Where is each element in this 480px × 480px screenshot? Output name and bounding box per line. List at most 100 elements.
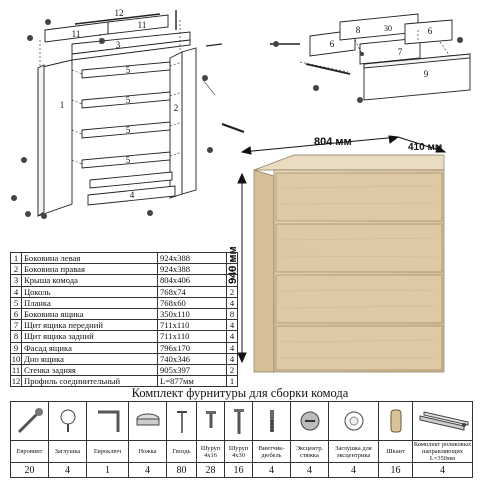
hardware-name: Заглушка — [48, 440, 87, 463]
rail-icon — [414, 406, 472, 436]
part-qty: 2 — [226, 285, 238, 298]
callout-5d: 5 — [126, 155, 131, 165]
nail-icon — [168, 406, 196, 436]
drawer-front-4 — [275, 325, 443, 371]
callout-5a: 5 — [126, 65, 131, 75]
exploded-drawer — [270, 13, 471, 103]
hardware-icon-cell — [412, 401, 473, 441]
part-number: 6 — [10, 308, 22, 321]
hardware-icon-cell — [378, 401, 413, 441]
exploded-carcass — [11, 10, 245, 219]
hardware-count: 16 — [224, 462, 253, 478]
part-number: 5 — [10, 296, 22, 310]
part-qty: 4 — [226, 352, 238, 366]
part-number: 10 — [10, 352, 22, 366]
hardware-name: Ножка — [128, 440, 167, 463]
part-name: Щит ящика передний — [21, 319, 158, 332]
foot-icon — [130, 406, 166, 436]
dimension-width: 804 мм — [314, 136, 352, 148]
hardware-icon-cell — [328, 401, 379, 441]
part-qty: 8 — [226, 308, 238, 321]
callout-30: 30 — [384, 24, 392, 33]
hex-key-icon — [88, 406, 128, 436]
rail-3 — [81, 121, 171, 139]
dowel-icon — [380, 406, 412, 436]
hardware-name: Гвоздь — [166, 440, 197, 463]
hardware-count: 4 — [252, 462, 291, 478]
part-qty: 1 — [226, 263, 238, 276]
drawer-front-1 — [275, 172, 443, 222]
hardware-name: Винтчик-дюбель — [252, 440, 291, 463]
part-size: 711x110 — [157, 319, 227, 332]
part-name: Боковина правая — [21, 263, 158, 276]
callout-9: 9 — [424, 69, 429, 79]
drawer-front-2 — [275, 223, 443, 273]
callout-11b: 11 — [138, 20, 147, 30]
long-screw-icon — [226, 406, 252, 436]
part-size: 924x388 — [157, 251, 227, 265]
rail-1 — [81, 61, 171, 79]
hardware-icon-cell — [128, 401, 167, 441]
callout-11a: 11 — [72, 29, 81, 39]
part-size: 711x110 — [157, 330, 227, 343]
plinth-bottom — [87, 185, 176, 206]
hardware-count: 16 — [378, 462, 413, 478]
short-screw-icon — [198, 406, 224, 436]
part-qty: 2 — [226, 364, 238, 377]
hardware-name: Заглушка для эксцентрика — [328, 440, 379, 463]
part-size: 350x110 — [157, 308, 227, 321]
cam-lock-icon — [292, 406, 328, 436]
part-qty: 1 — [226, 375, 238, 388]
drawer-front — [359, 37, 421, 65]
drawer-side-right — [404, 19, 453, 45]
hardware-icon-cell — [252, 401, 291, 441]
hardware-icon-cell — [224, 401, 253, 441]
part-size: 804x406 — [157, 274, 227, 287]
part-qty: 4 — [226, 319, 238, 332]
part-name: Фасад ящика — [21, 341, 158, 354]
part-number: 7 — [10, 319, 22, 332]
chest-top — [253, 154, 445, 171]
hardware-count: 28 — [196, 462, 225, 478]
hardware-icon-cell — [290, 401, 329, 441]
part-number: 1 — [10, 251, 22, 265]
part-qty: 4 — [226, 296, 238, 310]
part-size: 768x74 — [157, 285, 227, 298]
hardware-icon-cell — [86, 401, 129, 441]
hardware-title: Комплект фурнитуры для сборки комода — [131, 386, 349, 400]
chest-side — [253, 169, 275, 373]
hardware-count: 20 — [10, 462, 49, 478]
part-size: 924x388 — [157, 263, 227, 276]
rail-4 — [81, 151, 171, 169]
callout-5c: 5 — [126, 125, 131, 135]
part-number: 8 — [10, 330, 22, 343]
callout-4: 4 — [130, 190, 135, 200]
callout-1: 1 — [60, 100, 65, 110]
callout-12: 12 — [115, 8, 124, 18]
part-qty: 1 — [226, 251, 238, 265]
hardware-count: 1 — [86, 462, 129, 478]
part-name: Боковина ящика — [21, 308, 158, 321]
hardware-name: Евровинт — [10, 440, 49, 463]
part-number: 9 — [10, 341, 22, 354]
rail-2 — [81, 91, 171, 109]
right-side-panel — [181, 47, 197, 195]
hardware-name: Евроключ — [86, 440, 129, 463]
part-name: Стенка задняя — [21, 364, 158, 377]
hardware-count: 80 — [166, 462, 197, 478]
hardware-count: 4 — [412, 462, 473, 478]
part-size: 768x60 — [157, 296, 227, 310]
hardware-count: 4 — [128, 462, 167, 478]
dimension-depth: 410 мм — [408, 142, 442, 153]
hardware-icon-cell — [10, 401, 49, 441]
